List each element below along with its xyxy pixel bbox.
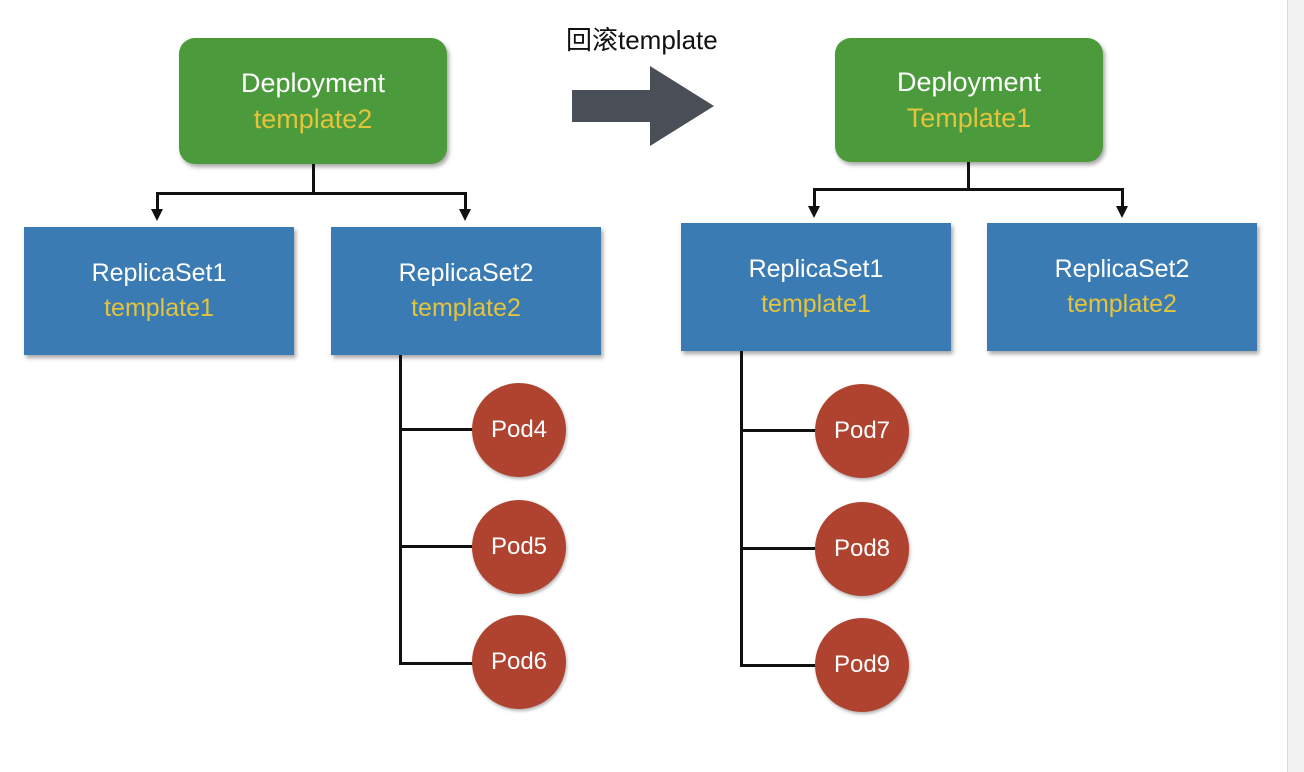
right-pod-1-label: Pod7 — [833, 417, 891, 444]
left-connector-trunk — [312, 164, 315, 194]
left-pod-2: Pod5 — [472, 500, 566, 594]
left-replicaset-2-title: ReplicaSet2 — [398, 259, 534, 287]
left-replicaset-1-title: ReplicaSet1 — [91, 259, 227, 287]
right-pod-branch-3 — [740, 664, 818, 667]
right-deployment-title: Deployment — [896, 67, 1042, 97]
left-pod-trunk — [399, 355, 402, 665]
right-connector-trunk — [967, 162, 970, 190]
right-pod-branch-1 — [740, 429, 818, 432]
left-pod-branch-3 — [399, 662, 475, 665]
right-connector-bar — [813, 188, 1124, 191]
left-replicaset-1: ReplicaSet1 template1 — [24, 227, 294, 355]
right-replicaset-1-template: template1 — [761, 290, 871, 318]
left-connector-drop-2 — [464, 192, 467, 210]
left-arrowhead-1 — [151, 209, 163, 221]
left-pod-1: Pod4 — [472, 383, 566, 477]
right-connector-drop-1 — [813, 188, 816, 207]
right-pod-3: Pod9 — [815, 618, 909, 712]
right-deployment-box: Deployment Template1 — [835, 38, 1103, 162]
right-replicaset-2-title: ReplicaSet2 — [1054, 255, 1190, 283]
right-pod-2-label: Pod8 — [833, 535, 891, 562]
right-deployment-template: Template1 — [906, 103, 1032, 133]
right-pod-branch-2 — [740, 547, 818, 550]
right-replicaset-1: ReplicaSet1 template1 — [681, 223, 951, 351]
right-pod-3-label: Pod9 — [833, 651, 891, 678]
left-connector-drop-1 — [156, 192, 159, 210]
left-arrowhead-2 — [459, 209, 471, 221]
left-pod-2-label: Pod5 — [490, 533, 548, 560]
left-replicaset-1-template: template1 — [104, 294, 214, 322]
left-replicaset-2: ReplicaSet2 template2 — [331, 227, 601, 355]
left-connector-bar — [156, 192, 467, 195]
left-deployment-box: Deployment template2 — [179, 38, 447, 164]
left-replicaset-2-template: template2 — [411, 294, 521, 322]
left-pod-branch-2 — [399, 545, 475, 548]
rollback-arrow-icon — [572, 66, 714, 146]
right-connector-drop-2 — [1121, 188, 1124, 207]
left-deployment-title: Deployment — [240, 68, 386, 98]
right-arrowhead-2 — [1116, 206, 1128, 218]
left-pod-3-label: Pod6 — [490, 648, 548, 675]
left-deployment-template: template2 — [253, 104, 373, 134]
right-replicaset-1-title: ReplicaSet1 — [748, 255, 884, 283]
rollback-label: 回滚template — [566, 25, 718, 55]
right-pod-trunk — [740, 351, 743, 667]
left-pod-branch-1 — [399, 428, 475, 431]
right-replicaset-2-template: template2 — [1067, 290, 1177, 318]
right-replicaset-2: ReplicaSet2 template2 — [987, 223, 1257, 351]
left-pod-1-label: Pod4 — [490, 416, 548, 443]
left-pod-3: Pod6 — [472, 615, 566, 709]
right-pod-1: Pod7 — [815, 384, 909, 478]
right-pod-2: Pod8 — [815, 502, 909, 596]
right-arrowhead-1 — [808, 206, 820, 218]
scrollbar-track[interactable] — [1287, 0, 1304, 772]
